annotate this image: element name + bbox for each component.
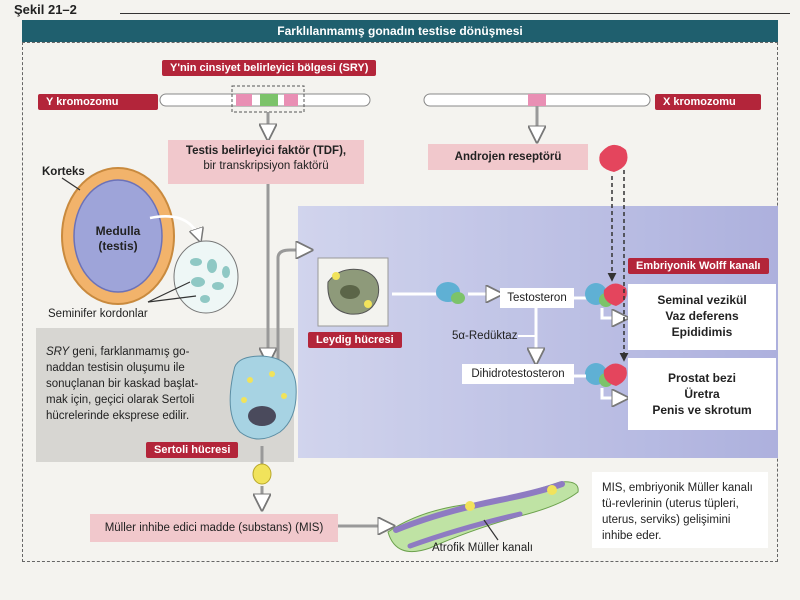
mis-molecule-icon <box>252 463 272 485</box>
wolff-products: Seminal vezikül Vaz deferens Epididimis <box>628 284 776 350</box>
testosterone-box: Testosteron <box>500 288 574 308</box>
tdf-box: Testis belirleyici faktör (TDF), bir tra… <box>168 140 364 184</box>
sry-note-italic: SRY <box>46 346 70 358</box>
seminiferous-label: Seminifer kordonlar <box>48 308 148 320</box>
mullerian-duct-illustration <box>387 481 579 552</box>
mis-note: MIS, embriyonik Müller kanalı tü-revleri… <box>592 472 768 548</box>
mis-box: Müller inhibe edici madde (substans) (MI… <box>90 514 338 542</box>
figure-label: Şekil 21–2 <box>14 2 77 17</box>
medulla-label-line2: (testis) <box>98 239 138 253</box>
cortex-label: Korteks <box>42 166 85 178</box>
dht-product: Penis ve skrotum <box>652 403 752 417</box>
receptor-complex-testosterone <box>585 283 627 307</box>
sry-note-rest: geni, farklanmamış go-naddan testisin ol… <box>46 346 199 422</box>
diagram-title: Farklılanmamış gonadın testise dönüşmesi <box>22 20 778 42</box>
atrophic-mullerian-label: Atrofik Müller kanalı <box>432 542 533 554</box>
leydig-cell-illustration <box>317 257 389 327</box>
androgen-receptor-icon <box>599 144 628 172</box>
seminiferous-cords-illustration <box>173 240 239 314</box>
y-chromosome-label: Y kromozomu <box>38 94 158 110</box>
y-chromosome <box>159 85 371 113</box>
x-chromosome <box>423 93 651 107</box>
sertoli-label: Sertoli hücresi <box>146 442 239 458</box>
medulla-label-line1: Medulla <box>95 224 141 238</box>
dht-box: Dihidrotestosteron <box>462 364 574 384</box>
wolff-product: Epididimis <box>671 325 733 339</box>
dht-products: Prostat bezi Üretra Penis ve skrotum <box>628 358 776 430</box>
header-rule <box>120 13 790 14</box>
wolff-product: Vaz deferens <box>665 309 739 323</box>
tdf-title: Testis belirleyici faktör (TDF), <box>185 145 347 157</box>
androgen-receptor-box: Androjen reseptörü <box>428 144 588 170</box>
sry-label: Y'nin cinsiyet belirleyici bölgesi (SRY) <box>162 60 377 76</box>
sertoli-cell-illustration <box>229 355 297 440</box>
wolff-label: Embriyonik Wolff kanalı <box>628 258 769 274</box>
reductase-label: 5α-Redüktaz <box>452 330 518 342</box>
wolff-product: Seminal vezikül <box>657 293 747 307</box>
leydig-label: Leydig hücresi <box>308 332 402 348</box>
gonad-illustration <box>61 167 175 305</box>
tdf-subtitle: bir transkripsiyon faktörü <box>203 160 329 172</box>
dht-product: Üretra <box>684 387 720 401</box>
receptor-complex-dht <box>585 363 627 387</box>
sry-note-text: SRY geni, farklanmamış go-naddan testisi… <box>46 344 216 424</box>
dht-product: Prostat bezi <box>667 371 736 385</box>
medulla-label: Medulla (testis) <box>86 224 150 254</box>
testosterone-molecule <box>436 282 465 304</box>
x-chromosome-label: X kromozomu <box>655 94 761 110</box>
